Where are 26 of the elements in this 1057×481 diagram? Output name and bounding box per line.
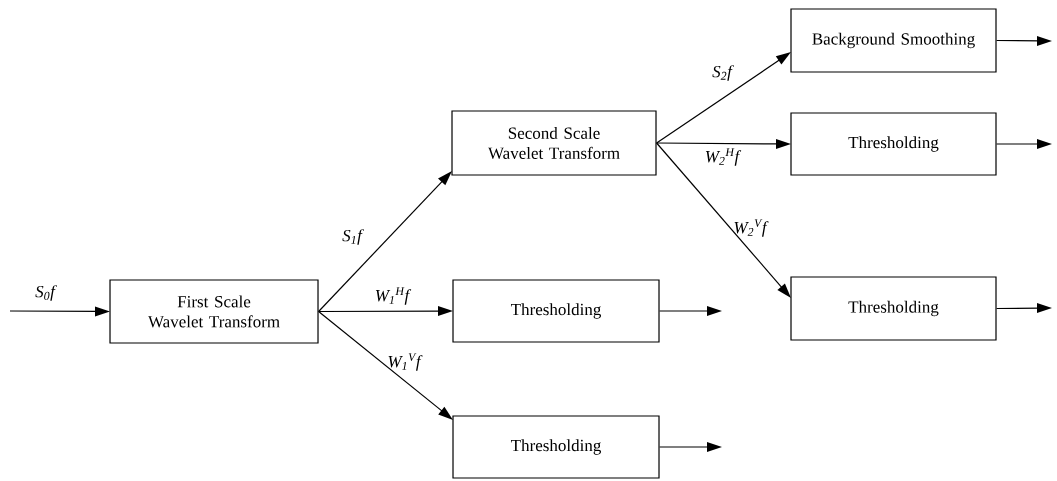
arrow	[659, 306, 722, 316]
arrow	[318, 306, 453, 317]
arrow	[656, 142, 791, 298]
arrow	[996, 35, 1052, 46]
arrow	[318, 171, 452, 313]
process-box: Thresholding	[452, 279, 660, 343]
process-box: Thresholding	[452, 415, 660, 479]
process-box: Second Scale Wavelet Transform	[451, 110, 657, 176]
arrow	[656, 138, 791, 149]
arrow	[318, 310, 453, 420]
edge-label: S$_{0}$f	[35, 285, 57, 301]
edge-label: W$_{2}$$^{H}$f	[705, 148, 742, 166]
edge-label: S$_{1}$f	[342, 229, 364, 245]
edge-label: W$_{2}$$^{V}$f	[734, 219, 769, 237]
edge-label: W$_{1}$$^{H}$f	[375, 287, 412, 305]
process-box: First Scale Wavelet Transform	[109, 279, 319, 344]
arrow	[659, 442, 722, 452]
process-box: Thresholding	[790, 276, 997, 341]
arrow	[996, 139, 1052, 149]
process-box: Background Smoothing	[790, 8, 997, 73]
process-box: Thresholding	[790, 112, 997, 176]
arrow	[9, 306, 110, 317]
arrow	[656, 52, 791, 144]
arrow	[996, 303, 1052, 314]
edge-label: S$_{2}$f	[712, 65, 734, 81]
edge-label: W$_{1}$$^{V}$f	[388, 353, 423, 371]
